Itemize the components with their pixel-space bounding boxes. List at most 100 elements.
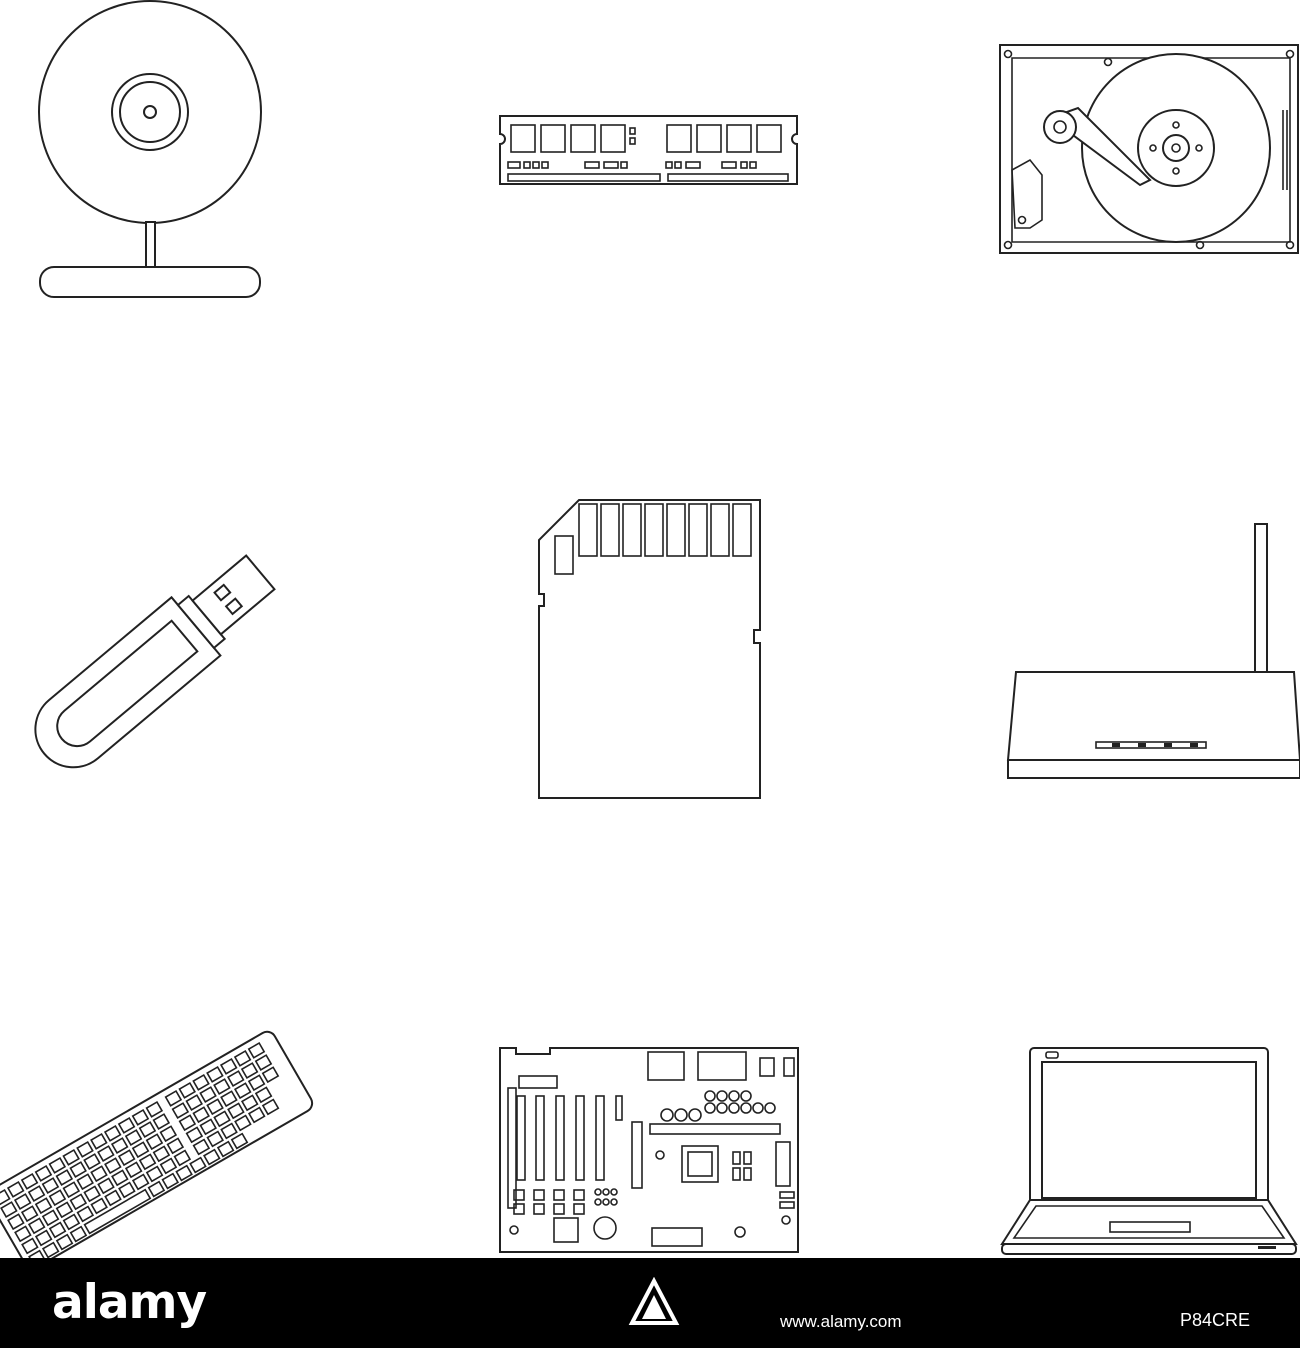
keyboard-key bbox=[117, 1116, 136, 1134]
keyboard-key bbox=[203, 1148, 221, 1166]
keyboard-key bbox=[199, 1086, 217, 1103]
keyboard-key bbox=[90, 1132, 108, 1150]
keyboard-key bbox=[76, 1173, 94, 1191]
keyboard-key bbox=[192, 1106, 210, 1124]
keyboard-key bbox=[103, 1124, 122, 1142]
keyboard-key bbox=[178, 1081, 196, 1099]
keyboard-key bbox=[138, 1121, 157, 1138]
keyboard-key bbox=[233, 1082, 252, 1100]
keyboard-key bbox=[152, 1145, 171, 1163]
keyboard-key bbox=[34, 1229, 53, 1247]
stock-watermark-footer: alamy www.alamy.com P84CRE bbox=[0, 1258, 1300, 1348]
keyboard-key bbox=[166, 1137, 185, 1155]
keyboard-key bbox=[55, 1233, 74, 1251]
keyboard-key bbox=[147, 1180, 166, 1198]
webcam-icon bbox=[38, 0, 262, 298]
keyboard-key bbox=[185, 1094, 203, 1111]
keyboard-key bbox=[97, 1145, 115, 1162]
keyboard-key bbox=[41, 1209, 60, 1227]
keyboard-key bbox=[34, 1164, 53, 1182]
keyboard-key bbox=[254, 1054, 273, 1071]
keyboard-key bbox=[206, 1098, 224, 1116]
keyboard-key bbox=[124, 1129, 143, 1146]
keyboard-key bbox=[216, 1140, 235, 1158]
keyboard-key bbox=[0, 1188, 11, 1206]
keyboard-key bbox=[28, 1249, 46, 1258]
keyboard-key bbox=[213, 1110, 231, 1128]
keyboard-key bbox=[13, 1193, 32, 1210]
keyboard-key bbox=[41, 1177, 60, 1194]
watermark-logo-icon bbox=[628, 1277, 680, 1325]
sd-card-icon bbox=[538, 499, 761, 799]
hard-drive-icon bbox=[999, 44, 1299, 254]
keyboard-key bbox=[117, 1149, 136, 1167]
laptop-icon bbox=[1000, 1047, 1298, 1255]
keyboard-key bbox=[138, 1153, 157, 1171]
keyboard-key bbox=[111, 1169, 129, 1187]
keyboard-icon bbox=[0, 1030, 314, 1258]
keyboard-key bbox=[230, 1132, 249, 1150]
keyboard-key bbox=[62, 1213, 81, 1231]
keyboard-key bbox=[83, 1188, 152, 1235]
keyboard-key bbox=[34, 1197, 53, 1215]
keyboard-key bbox=[14, 1225, 32, 1243]
keyboard-key bbox=[220, 1090, 238, 1108]
keyboard-key bbox=[173, 1149, 192, 1167]
keyboard-key bbox=[124, 1161, 143, 1179]
keyboard-key bbox=[104, 1157, 122, 1175]
ram-module-icon bbox=[499, 115, 798, 185]
keyboard-key bbox=[145, 1100, 164, 1118]
keyboard-key bbox=[185, 1126, 204, 1144]
keyboard-key bbox=[20, 1205, 39, 1223]
keyboard-key bbox=[189, 1156, 207, 1174]
keyboard-key bbox=[213, 1078, 231, 1095]
motherboard-icon bbox=[499, 1047, 799, 1253]
keyboard-key bbox=[254, 1086, 273, 1104]
keyboard-key bbox=[69, 1161, 87, 1178]
keyboard-key bbox=[247, 1041, 266, 1059]
keyboard-key bbox=[0, 1201, 18, 1218]
keyboard-key bbox=[69, 1225, 88, 1243]
keyboard-key bbox=[206, 1065, 224, 1083]
keyboard-key bbox=[131, 1141, 150, 1159]
keyboard-key bbox=[48, 1189, 67, 1207]
brand-logo: alamy bbox=[52, 1275, 207, 1330]
keyboard-key bbox=[152, 1113, 171, 1130]
keyboard-key bbox=[110, 1137, 129, 1154]
usb-flash-drive-icon bbox=[34, 554, 276, 769]
keyboard-key bbox=[145, 1133, 164, 1151]
icon-grid bbox=[0, 0, 1300, 1258]
keyboard-key bbox=[247, 1074, 266, 1092]
keyboard-key bbox=[226, 1070, 245, 1087]
keyboard-key bbox=[227, 1102, 245, 1120]
keyboard-key bbox=[199, 1118, 217, 1136]
keyboard-key bbox=[164, 1089, 183, 1107]
keyboard-key bbox=[83, 1185, 101, 1203]
keyboard-key bbox=[206, 1130, 224, 1148]
keyboard-key bbox=[76, 1140, 94, 1158]
keyboard-key bbox=[247, 1106, 266, 1124]
keyboard-key bbox=[48, 1156, 67, 1174]
keyboard-key bbox=[192, 1073, 210, 1091]
keyboard-key bbox=[48, 1221, 67, 1239]
keyboard-key bbox=[62, 1148, 80, 1166]
keyboard-key bbox=[90, 1197, 108, 1215]
keyboard-key bbox=[27, 1185, 46, 1202]
keyboard-key bbox=[219, 1057, 238, 1075]
keyboard-key bbox=[171, 1102, 190, 1119]
wifi-router-icon bbox=[1006, 523, 1300, 779]
image-id-label: P84CRE bbox=[1179, 1310, 1250, 1330]
keyboard-key bbox=[161, 1172, 180, 1190]
keyboard-key bbox=[159, 1125, 178, 1143]
keyboard-key bbox=[69, 1193, 88, 1211]
keyboard-key bbox=[145, 1165, 164, 1183]
brand-url: www.alamy.com bbox=[780, 1312, 902, 1331]
keyboard-key bbox=[6, 1180, 25, 1198]
keyboard-key bbox=[90, 1165, 108, 1183]
keyboard-key bbox=[175, 1164, 193, 1182]
keyboard-key bbox=[21, 1237, 39, 1255]
keyboard-key bbox=[27, 1217, 46, 1235]
keyboard-key bbox=[131, 1108, 150, 1126]
keyboard-key bbox=[41, 1241, 60, 1258]
keyboard-key bbox=[240, 1094, 259, 1112]
